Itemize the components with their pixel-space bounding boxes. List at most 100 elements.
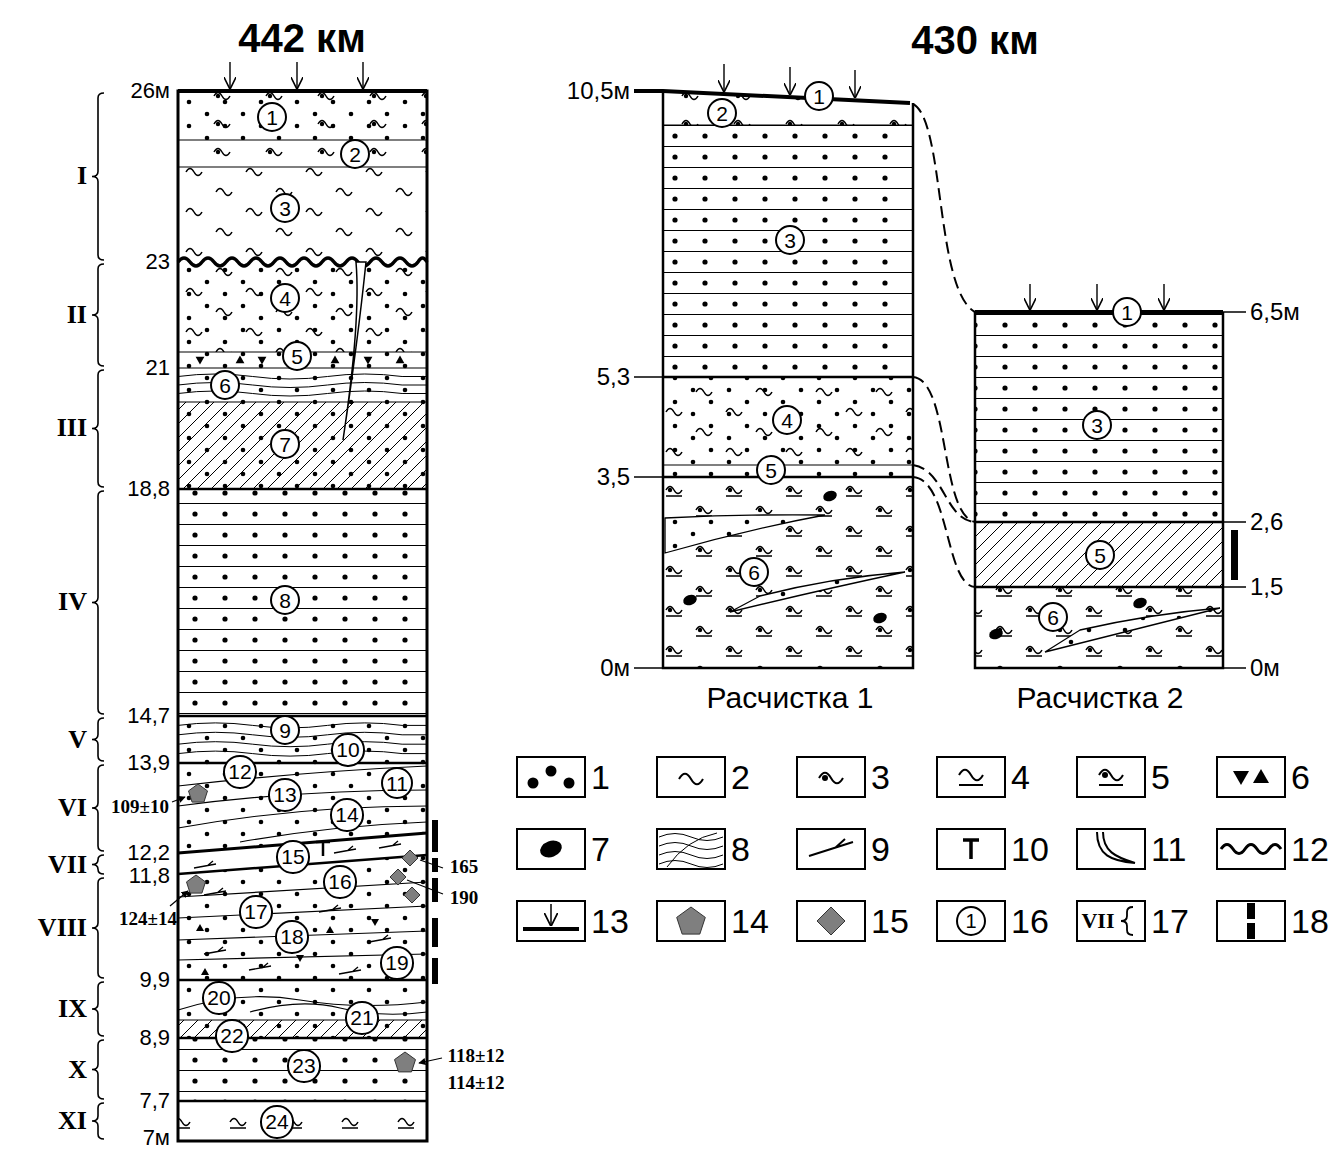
layer-circle: 6 xyxy=(210,370,240,400)
unit-number: VII xyxy=(48,852,87,878)
layer-circle: 20 xyxy=(202,981,235,1014)
debris-triangle xyxy=(371,919,379,926)
depth-mark: 14,7 xyxy=(127,705,170,727)
layer-boundary xyxy=(975,521,1223,524)
depth-mark: 1,5 xyxy=(1250,575,1283,599)
radiocarbon-sample xyxy=(404,887,420,903)
layer-number: 6 xyxy=(219,375,231,396)
layer-circle: 7 xyxy=(270,429,300,459)
unit-brace xyxy=(92,370,104,487)
layer-circle: 5 xyxy=(282,341,312,371)
sample-age: 124±14 xyxy=(119,909,177,928)
legend-number: 7 xyxy=(591,832,610,866)
layer-circle: 17 xyxy=(239,895,272,928)
osl-sample xyxy=(395,1052,416,1072)
sand-lens xyxy=(665,515,825,553)
depth-mark: 26м xyxy=(130,80,170,102)
pebble xyxy=(822,489,839,503)
debris-triangle xyxy=(364,357,373,365)
depth-mark: 18,8 xyxy=(127,478,170,500)
pebble xyxy=(538,838,565,861)
legend-sample xyxy=(1099,784,1123,786)
legend-box xyxy=(1077,757,1145,797)
leader-arrow xyxy=(419,1058,442,1063)
layer-boundary xyxy=(178,166,427,167)
legend-box xyxy=(517,757,585,797)
radiocarbon-sample xyxy=(390,869,406,885)
plant-remains xyxy=(194,861,216,868)
legend-sample xyxy=(667,833,717,867)
correlation-line xyxy=(913,104,975,312)
leader-line xyxy=(420,860,443,868)
layer-number: 17 xyxy=(244,901,267,922)
debris-triangle xyxy=(326,926,334,933)
legend-sample xyxy=(1099,770,1123,781)
legend-box xyxy=(1217,901,1285,941)
legend-sample xyxy=(1221,845,1281,854)
humus-mark xyxy=(316,842,330,856)
layer-circle: 6 xyxy=(1038,602,1068,632)
legend-sample xyxy=(809,839,853,856)
unit-number: IX xyxy=(58,996,87,1022)
unit-brace xyxy=(92,982,104,1036)
rock-layer xyxy=(178,91,427,140)
legend-sample xyxy=(959,770,983,781)
legend-number: 10 xyxy=(1011,832,1049,866)
rock-layer xyxy=(178,402,427,489)
legend-number: 4 xyxy=(1011,760,1030,794)
plant-remains xyxy=(369,935,391,942)
debris-triangle xyxy=(236,356,245,364)
layer-number: 7 xyxy=(279,434,291,455)
layer-boundary xyxy=(663,124,913,125)
sampling-bar xyxy=(432,820,438,852)
layer-number: 4 xyxy=(279,288,291,309)
layer-circle: 2 xyxy=(707,98,737,128)
layer-boundary xyxy=(663,476,913,479)
rock-layer xyxy=(178,91,427,140)
debris-triangle xyxy=(331,356,340,364)
surface-arrow xyxy=(854,70,855,97)
layer-circle: 23 xyxy=(287,1049,320,1082)
legend-number: 9 xyxy=(871,832,890,866)
layer-number: 24 xyxy=(265,1111,288,1132)
legend-number: 6 xyxy=(1291,760,1310,794)
sand-lens xyxy=(665,515,825,553)
correlation-line xyxy=(913,377,975,522)
pebble xyxy=(682,593,699,607)
legend-box xyxy=(657,901,725,941)
bedding-line xyxy=(178,906,427,918)
legend-circle-number: 1 xyxy=(965,911,976,931)
depth-mark: 0м xyxy=(600,656,630,680)
layer-number: 3 xyxy=(279,198,291,219)
osl-sample xyxy=(189,784,208,802)
unit-brace xyxy=(92,878,104,978)
layer-boundary xyxy=(178,401,427,402)
leader-arrow xyxy=(172,797,185,802)
rock-layer xyxy=(663,125,913,377)
unit-brace xyxy=(92,93,104,260)
layer-number: 20 xyxy=(207,987,230,1008)
surface-arrow xyxy=(362,62,363,88)
legend-number: 8 xyxy=(731,832,750,866)
layer-number: 1 xyxy=(813,86,825,107)
unit-number: II xyxy=(67,302,87,328)
depth-mark: 7,7 xyxy=(139,1090,170,1112)
rock-layer xyxy=(178,368,427,402)
legend-sample xyxy=(659,852,723,859)
sampling-bar xyxy=(432,958,438,984)
leader-line xyxy=(407,880,443,894)
depth-tick xyxy=(1223,521,1246,523)
osl-sample xyxy=(677,907,706,934)
column-outline xyxy=(975,312,1223,668)
layer-boundary xyxy=(663,464,913,465)
unit-number: I xyxy=(77,163,87,189)
layer-number: 1 xyxy=(1121,302,1133,323)
legend-box xyxy=(1077,901,1145,941)
depth-mark: 23 xyxy=(146,251,170,273)
rock-layer xyxy=(178,489,427,716)
layer-boundary xyxy=(178,762,427,765)
legend-sample xyxy=(819,773,843,784)
cross-lamination xyxy=(178,742,427,747)
erosion-surface xyxy=(178,258,427,266)
